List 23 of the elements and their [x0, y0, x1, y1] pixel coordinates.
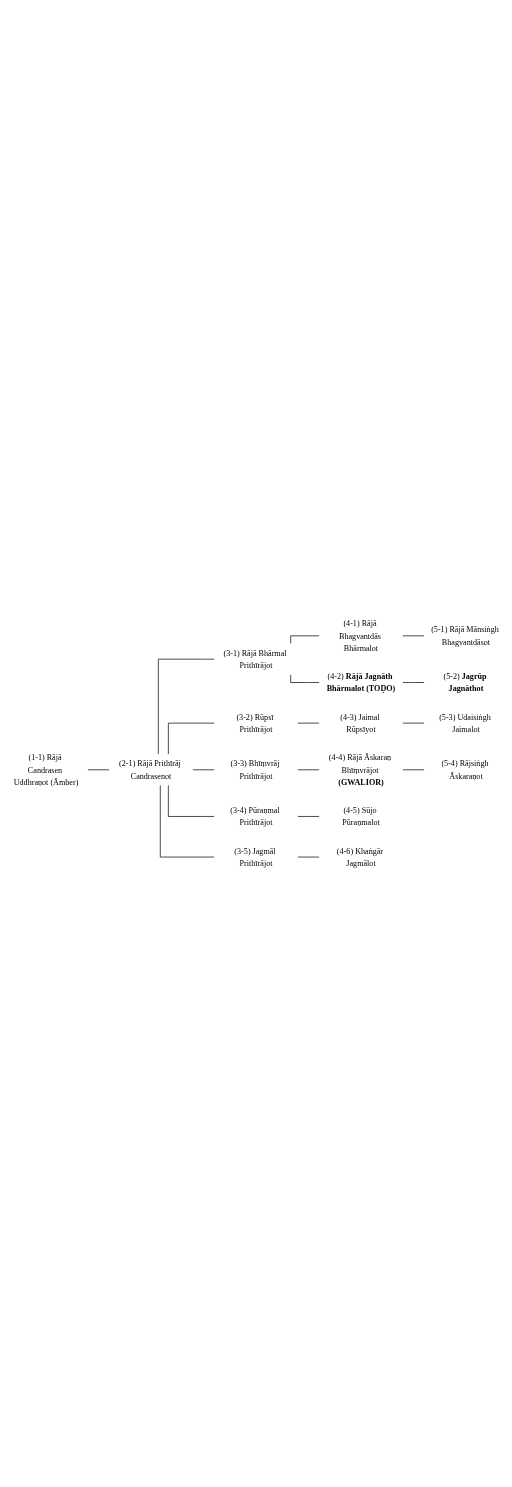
node-text: (4-3) Jaimal Rūpsīyot: [340, 712, 380, 734]
node-text: (1-1) Rājā Candrasen Uddhraṇot (Āmber): [13, 753, 79, 787]
node-text: (5-1) Rājā Mānsiṅgh Bhagvantdāsot: [431, 625, 499, 647]
connector: [402, 682, 425, 683]
connector: [168, 784, 215, 817]
connector: [159, 784, 215, 858]
node-text: (2-1) Rājā Prithīrāj Candrasenot: [119, 759, 181, 781]
node-text: (3-3) Bhīṃvrāj Prithīrājot: [230, 759, 280, 781]
node-text: (3-2) Rūpsī Prithīrājot: [236, 712, 274, 734]
connector: [297, 816, 320, 817]
node-text: (5-4) Rājsiṅgh Āskaraṇot: [441, 759, 489, 781]
node-text: (4-6) Khaṅgār Jagmālot: [336, 846, 384, 868]
node-text: (3-4) Pūraṇmal Prithīrājot: [230, 806, 280, 827]
node-text: (4-4) Rājā Āskaraṇ Bhīṃvrājot (GWALIOR): [328, 753, 392, 787]
node-text: (4-2) Rājā Jagnāth Bhārmalot (TOḌO): [326, 672, 396, 693]
node-text: (5-2) Jagrūp Jagnāthot: [443, 672, 487, 693]
node-text: (4-1) Rājā Bhagvantdās Bhārmalot: [339, 619, 381, 653]
node-text: (3-1) Rājā Bhārmal Prithīrājot: [223, 648, 287, 670]
node-text: (4-5) Sūjo Pūraṇmalot: [342, 806, 380, 827]
node-text: (5-3) Udaisiṅgh Jaimalot: [439, 712, 491, 734]
node-text: (3-5) Jagmāl Prithīrājot: [234, 846, 276, 868]
connector: [290, 674, 320, 683]
connector: [168, 722, 215, 755]
